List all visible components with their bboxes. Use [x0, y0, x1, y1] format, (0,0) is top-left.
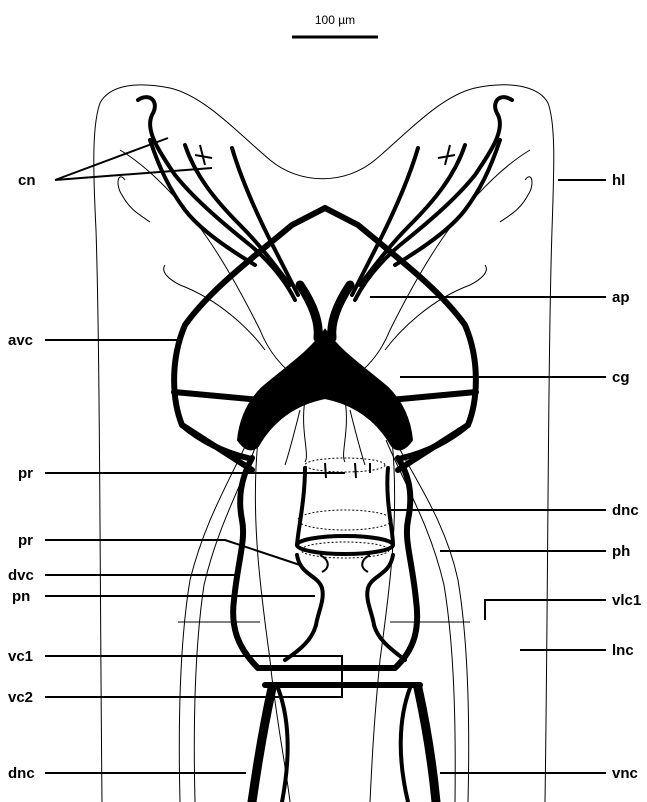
proboscis-ring-lower [297, 536, 393, 554]
label-avc: avc [8, 332, 33, 349]
label-ap: ap [612, 289, 630, 306]
pharynx [297, 400, 393, 625]
body-outline [94, 85, 554, 802]
label-vlc1: vlc1 [612, 592, 641, 609]
proboscis-ring-upper [305, 458, 385, 472]
label-dnc-left: dnc [8, 765, 35, 782]
label-vc1: vc1 [8, 648, 33, 665]
pharynx-ring [298, 510, 392, 530]
label-cn: cn [18, 172, 36, 189]
label-lnc: lnc [612, 642, 634, 659]
label-dvc: dvc [8, 567, 34, 584]
label-cg: cg [612, 369, 630, 386]
cerebral-ganglion [238, 330, 412, 449]
label-pr-lower: pr [18, 532, 33, 549]
cephalic-nerves [138, 97, 512, 300]
scale-bar: 100 µm [292, 13, 378, 37]
label-ph: ph [612, 543, 630, 560]
scale-bar-label: 100 µm [315, 13, 355, 27]
leader-lines [45, 138, 606, 773]
label-vnc: vnc [612, 765, 638, 782]
label-pr-upper: pr [18, 465, 33, 482]
label-hl: hl [612, 172, 625, 189]
label-pn: pn [12, 588, 30, 605]
label-dnc-right: dnc [612, 502, 639, 519]
label-vc2: vc2 [8, 689, 33, 706]
